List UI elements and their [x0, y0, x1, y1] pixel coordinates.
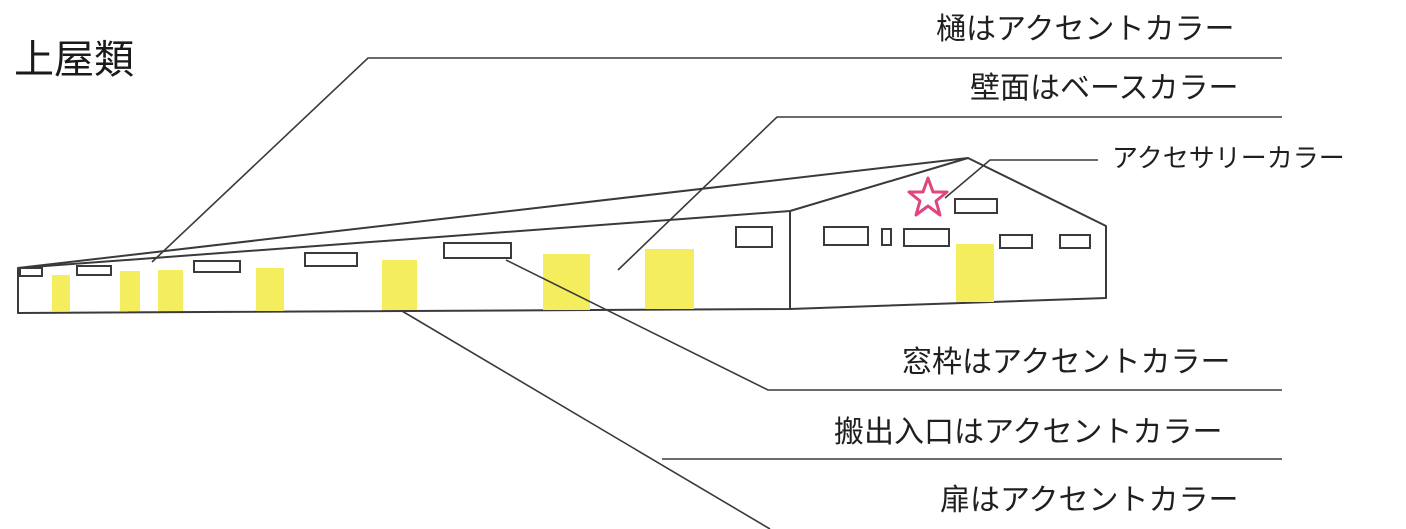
leader-accessory	[944, 159, 1098, 199]
door-1	[52, 275, 70, 311]
window-3	[193, 260, 241, 273]
door-2	[120, 271, 140, 311]
accessory-star-icon	[907, 176, 949, 217]
window-12	[1059, 234, 1091, 249]
door-3	[158, 270, 183, 311]
leader-door	[401, 310, 771, 529]
label-window-frame: 窓枠はアクセントカラー	[902, 345, 1231, 380]
window-4	[304, 252, 358, 267]
entrance-3	[956, 244, 994, 302]
building-outline	[17, 157, 1107, 314]
window-10	[954, 198, 998, 214]
window-9	[903, 228, 950, 247]
window-11	[999, 234, 1033, 249]
window-7	[823, 226, 869, 246]
leader-wall	[617, 116, 1282, 271]
window-8	[881, 228, 892, 246]
window-5	[443, 242, 512, 259]
roof-ridge-line	[17, 157, 969, 269]
leader-window-frame	[505, 259, 1282, 391]
label-wall: 壁面はベースカラー	[970, 71, 1239, 106]
label-door: 扉はアクセントカラー	[940, 483, 1239, 518]
label-gutter: 樋はアクセントカラー	[936, 12, 1235, 47]
label-accessory: アクセサリーカラー	[1112, 144, 1345, 174]
page-title: 上屋類	[14, 37, 134, 83]
door-5	[382, 260, 417, 310]
window-1	[19, 267, 43, 277]
door-4	[256, 268, 284, 311]
leader-gutter	[151, 57, 1282, 263]
window-2	[76, 265, 112, 276]
label-entrance: 搬出入口はアクセントカラー	[834, 415, 1223, 450]
entrance-2	[645, 249, 694, 309]
window-6	[735, 226, 773, 248]
